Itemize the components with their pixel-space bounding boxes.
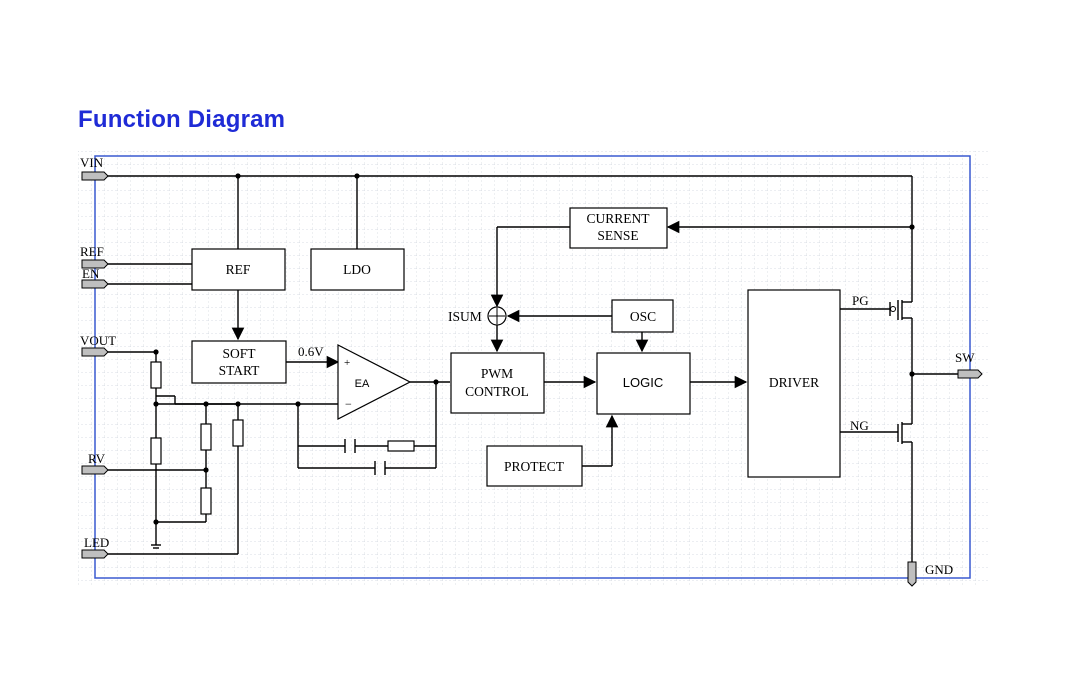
- junction-dots: [153, 173, 915, 525]
- en-pin-connector: [81, 279, 109, 289]
- rv-pin-connector: [81, 465, 109, 475]
- current-sense-label-line1: CURRENT: [586, 211, 650, 226]
- pmos-high-side: [889, 300, 913, 320]
- ea-plus-sign: +: [344, 357, 350, 369]
- pwm-control-block: PWM CONTROL: [450, 352, 545, 414]
- ldo-block: LDO: [310, 248, 405, 291]
- ref-pin-label: REF: [80, 244, 104, 259]
- reference-voltage-label: 0.6V: [298, 344, 324, 359]
- soft-start-label-line1: SOFT: [222, 346, 256, 361]
- ng-label: NG: [850, 418, 869, 433]
- sw-pin-label: SW: [955, 350, 975, 365]
- ref-block: REF: [191, 248, 286, 291]
- page-title: Function Diagram: [78, 106, 286, 133]
- isum-label: ISUM: [448, 309, 482, 324]
- pin-labels: VIN REF EN VOUT RV LED SW GND: [80, 155, 975, 577]
- gnd-pin-connector: [907, 561, 917, 587]
- osc-label: OSC: [630, 309, 656, 324]
- led-pin-connector: [81, 549, 109, 559]
- logic-block: LOGIC: [596, 352, 691, 415]
- diagram-border: [94, 155, 971, 579]
- resistors: [150, 361, 415, 515]
- pin-connectors: [81, 171, 983, 587]
- isum-summing-node: ISUM: [448, 306, 507, 326]
- vin-pin-label: VIN: [80, 155, 104, 170]
- en-pin-label: EN: [82, 266, 100, 281]
- ground-symbol: [151, 544, 161, 549]
- error-amplifier: EA + −: [337, 344, 412, 420]
- ea-minus-sign: −: [345, 397, 352, 411]
- current-sense-block: CURRENT SENSE: [569, 207, 668, 249]
- soft-start-label-line2: START: [219, 363, 261, 378]
- vout-pin-connector: [81, 347, 109, 357]
- nmos-low-side: [897, 420, 913, 446]
- driver-label: DRIVER: [769, 375, 819, 390]
- logic-label: LOGIC: [623, 375, 663, 390]
- vin-pin-connector: [81, 171, 109, 181]
- current-sense-label-line2: SENSE: [597, 228, 638, 243]
- protect-block: PROTECT: [486, 445, 583, 487]
- ea-label: EA: [355, 378, 370, 390]
- vout-pin-label: VOUT: [80, 333, 116, 348]
- ref-pin-connector: [81, 259, 109, 269]
- led-pin-label: LED: [84, 535, 109, 550]
- pwm-control-label-line2: CONTROL: [465, 384, 529, 399]
- driver-block: DRIVER: [747, 289, 841, 478]
- ref-block-label: REF: [226, 262, 251, 277]
- osc-block: OSC: [611, 299, 674, 333]
- wires: [100, 175, 962, 562]
- gnd-pin-label: GND: [925, 562, 953, 577]
- soft-start-block: SOFT START: [191, 340, 287, 384]
- pwm-control-label-line1: PWM: [481, 366, 513, 381]
- protect-label: PROTECT: [504, 459, 565, 474]
- pg-label: PG: [852, 293, 869, 308]
- rv-pin-label: RV: [88, 451, 106, 466]
- ldo-block-label: LDO: [343, 262, 371, 277]
- sw-pin-connector: [957, 369, 983, 379]
- capacitors: [344, 439, 386, 475]
